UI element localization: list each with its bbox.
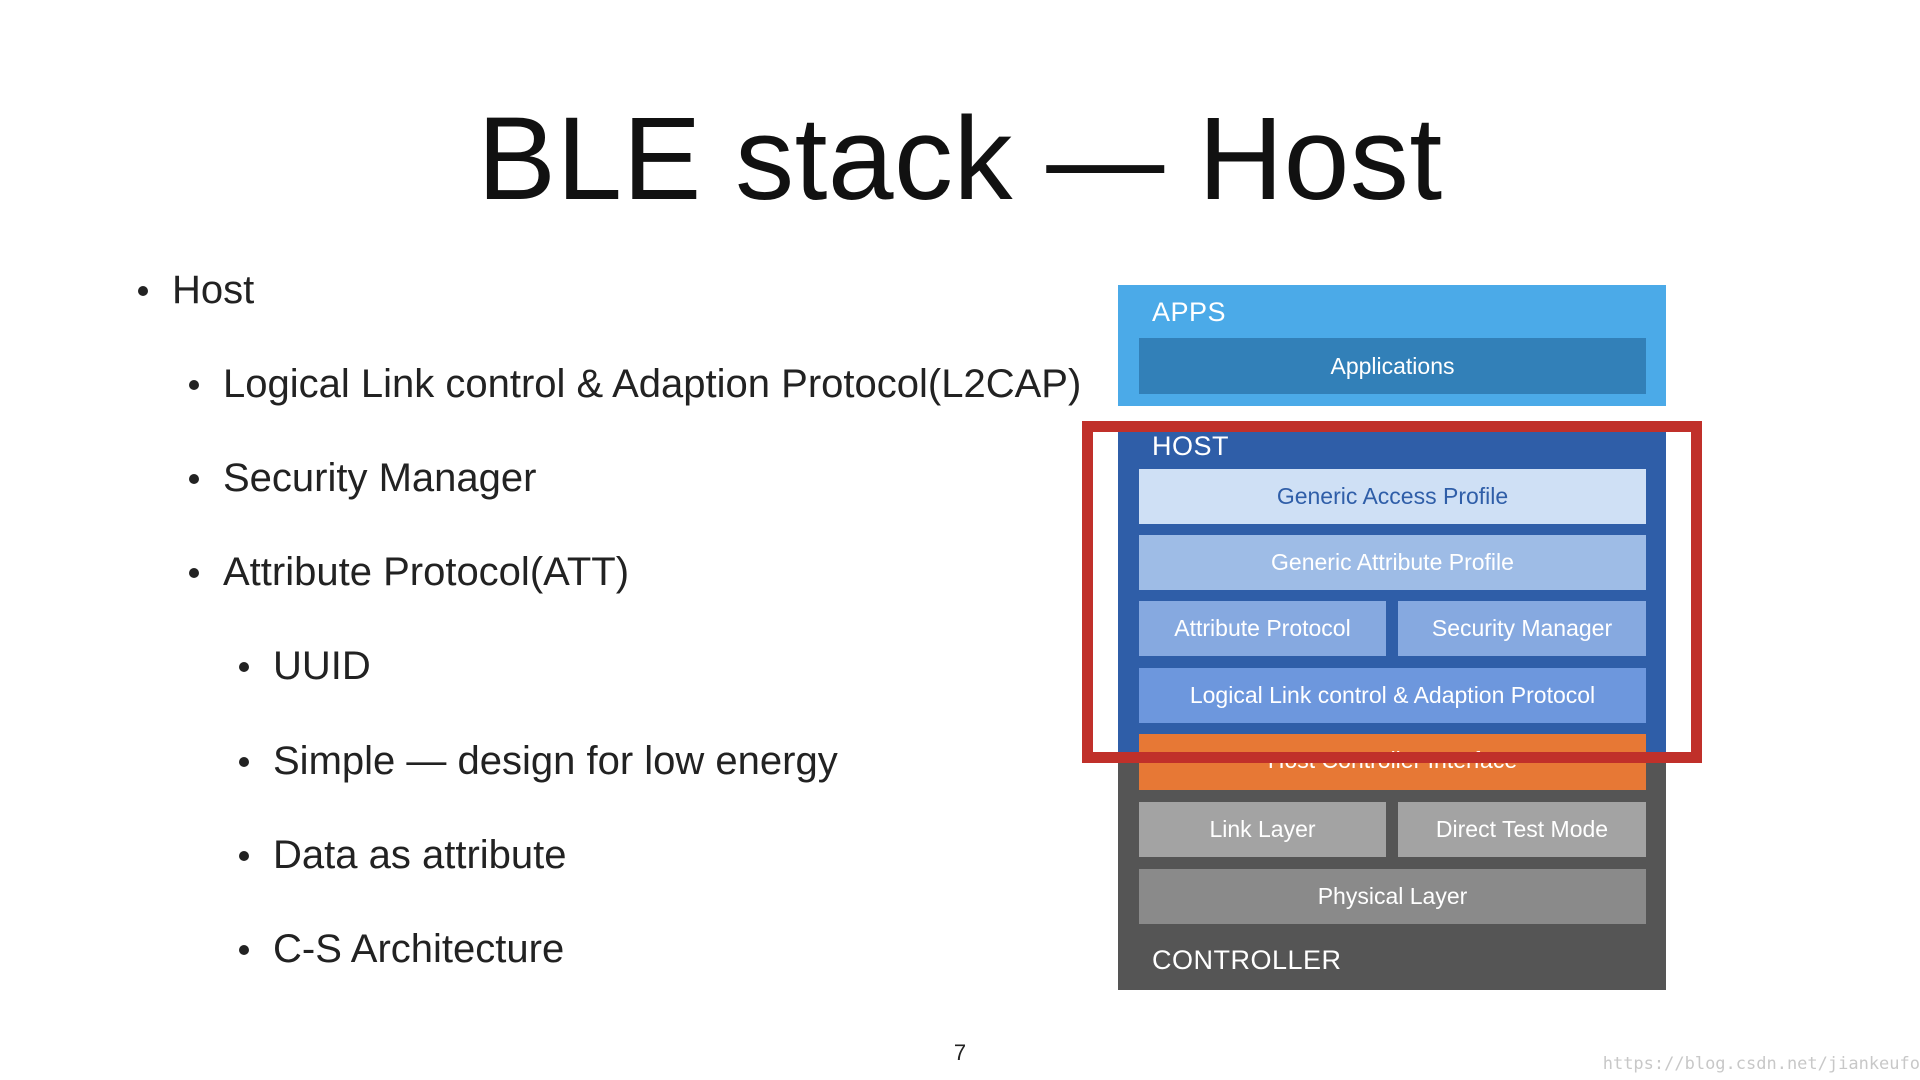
bullet-list: Host Logical Link control & Adaption Pro… [138,268,1081,972]
apps-label: APPS [1152,297,1227,327]
bullet-l2cap: Logical Link control & Adaption Protocol… [189,362,1081,407]
bullet-dot [239,850,249,861]
host-highlight-frame [1082,421,1702,763]
bullet-cs-architecture: C-S Architecture [239,927,564,972]
bullet-text: Simple — design for low energy [273,739,838,783]
bullet-security-manager: Security Manager [189,456,536,501]
watermark: https://blog.csdn.net/jiankeufo [1602,1054,1920,1074]
slide-title: BLE stack — Host [477,93,1443,225]
bullet-att: Attribute Protocol(ATT) [189,550,629,595]
l2cap-box: Logical Link control & Adaption Protocol [1139,668,1646,723]
security-manager-box: Security Manager [1398,601,1646,656]
bullet-text: Host [172,268,255,312]
bullet-dot [239,944,249,955]
bullet-dot [189,473,199,484]
generic-attribute-profile-box: Generic Attribute Profile [1139,535,1646,590]
generic-access-profile-box: Generic Access Profile [1139,469,1646,524]
bullet-text: C-S Architecture [273,927,565,971]
bullet-dot [239,661,249,672]
bullet-text: Logical Link control & Adaption Protocol… [223,362,1082,406]
bullet-host: Host [138,268,254,313]
bullet-text: Attribute Protocol(ATT) [223,550,630,594]
bullet-text: Data as attribute [273,833,567,877]
direct-test-mode-box: Direct Test Mode [1398,802,1646,857]
bullet-dot [189,567,199,578]
bullet-uuid: UUID [239,644,371,689]
host-label: HOST [1152,431,1230,461]
page-number: 7 [953,1040,967,1065]
bullet-dot [189,379,199,390]
bullet-text: Security Manager [223,456,537,500]
bullet-simple: Simple — design for low energy [239,739,838,784]
controller-label: CONTROLLER [1152,945,1342,975]
bullet-dot [239,756,249,767]
applications-box: Applications [1139,338,1646,394]
bullet-text: UUID [273,644,371,688]
link-layer-box: Link Layer [1139,802,1386,857]
attribute-protocol-box: Attribute Protocol [1139,601,1386,656]
physical-layer-box: Physical Layer [1139,869,1646,924]
bullet-dot [138,285,148,296]
bullet-data-as-attribute: Data as attribute [239,833,567,878]
